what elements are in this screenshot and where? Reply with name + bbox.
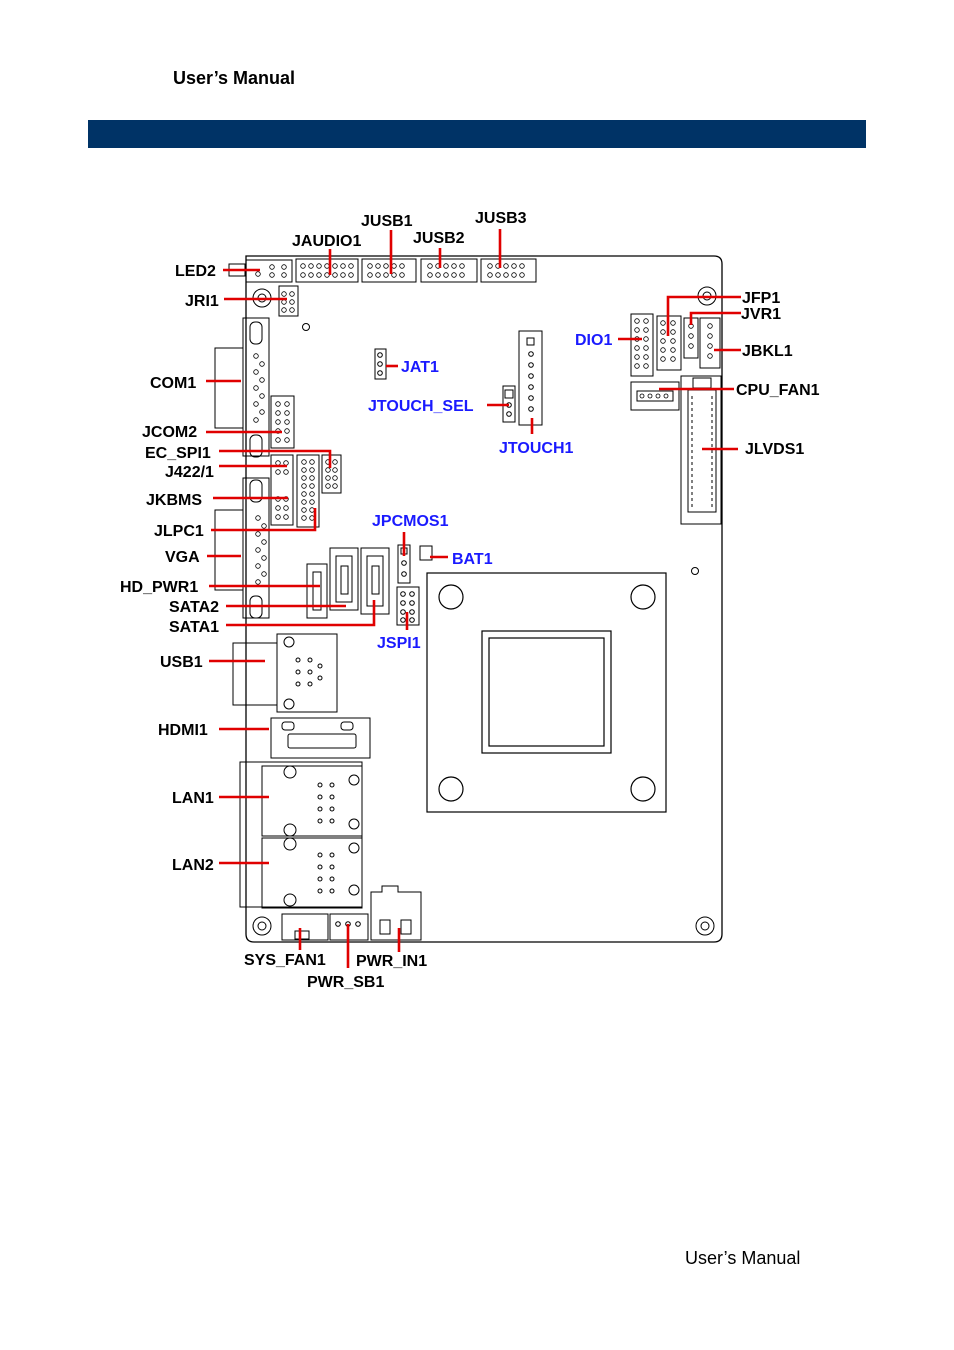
label-pwr-in1: PWR_IN1 — [356, 953, 427, 970]
label-jspi1: JSPI1 — [377, 635, 421, 652]
lvds-pins — [691, 396, 713, 508]
label-led2: LED2 — [175, 263, 216, 280]
leader-lines — [206, 229, 741, 968]
left-edge-pins — [253, 353, 338, 585]
label-pwr-sb1: PWR_SB1 — [307, 974, 384, 991]
label-jtouch-sel: JTOUCH_SEL — [368, 398, 474, 415]
label-cpu-fan1: CPU_FAN1 — [736, 382, 820, 399]
label-ec-spi1: EC_SPI1 — [145, 445, 211, 462]
bottom-power-connectors — [281, 885, 422, 941]
label-j422: J422/1 — [165, 464, 214, 481]
label-jlvds1: JLVDS1 — [745, 441, 804, 458]
label-sys-fan1: SYS_FAN1 — [244, 952, 326, 969]
label-bat1: BAT1 — [452, 551, 493, 568]
label-sata2: SATA2 — [169, 599, 219, 616]
centre-jumpers — [374, 330, 543, 626]
label-com1: COM1 — [150, 375, 196, 392]
label-jusb2: JUSB2 — [413, 230, 465, 247]
label-jat1: JAT1 — [401, 359, 439, 376]
label-jaudio1: JAUDIO1 — [292, 233, 361, 250]
left-edge-connectors — [214, 317, 342, 619]
label-sata1: SATA1 — [169, 619, 219, 636]
label-jvr1: JVR1 — [741, 306, 781, 323]
right-header-pins — [634, 318, 713, 399]
label-jusb1: JUSB1 — [361, 213, 413, 230]
page-header-title: User’s Manual — [173, 68, 296, 88]
label-jtouch1: JTOUCH1 — [499, 440, 573, 457]
label-hd-pwr1: HD_PWR1 — [120, 579, 198, 596]
section-banner — [88, 120, 866, 148]
label-jkbms: JKBMS — [146, 492, 202, 509]
label-hdmi1: HDMI1 — [158, 722, 208, 739]
component-labels: JAUDIO1 JUSB1 JUSB2 JUSB3 LED2 JRI1 COM1… — [120, 210, 820, 991]
page-footer-text: User’s Manual — [685, 1248, 801, 1268]
label-lan1: LAN1 — [172, 790, 214, 807]
label-jpcmos1: JPCMOS1 — [372, 513, 449, 530]
label-jri1: JRI1 — [185, 293, 219, 310]
sata-connectors — [306, 547, 390, 619]
label-usb1: USB1 — [160, 654, 203, 671]
label-vga: VGA — [165, 549, 200, 566]
label-jfp1: JFP1 — [742, 290, 780, 307]
top-headers — [228, 258, 537, 317]
top-header-pins — [255, 263, 525, 313]
board-outline — [245, 255, 723, 943]
label-lan2: LAN2 — [172, 857, 214, 874]
label-jbkl1: JBKL1 — [742, 343, 793, 360]
label-dio1: DIO1 — [575, 332, 612, 349]
label-jcom2: JCOM2 — [142, 424, 197, 441]
cpu-module — [426, 572, 667, 813]
rear-io — [232, 633, 371, 909]
label-jlpc1: JLPC1 — [154, 523, 204, 540]
label-jusb3: JUSB3 — [475, 210, 527, 227]
